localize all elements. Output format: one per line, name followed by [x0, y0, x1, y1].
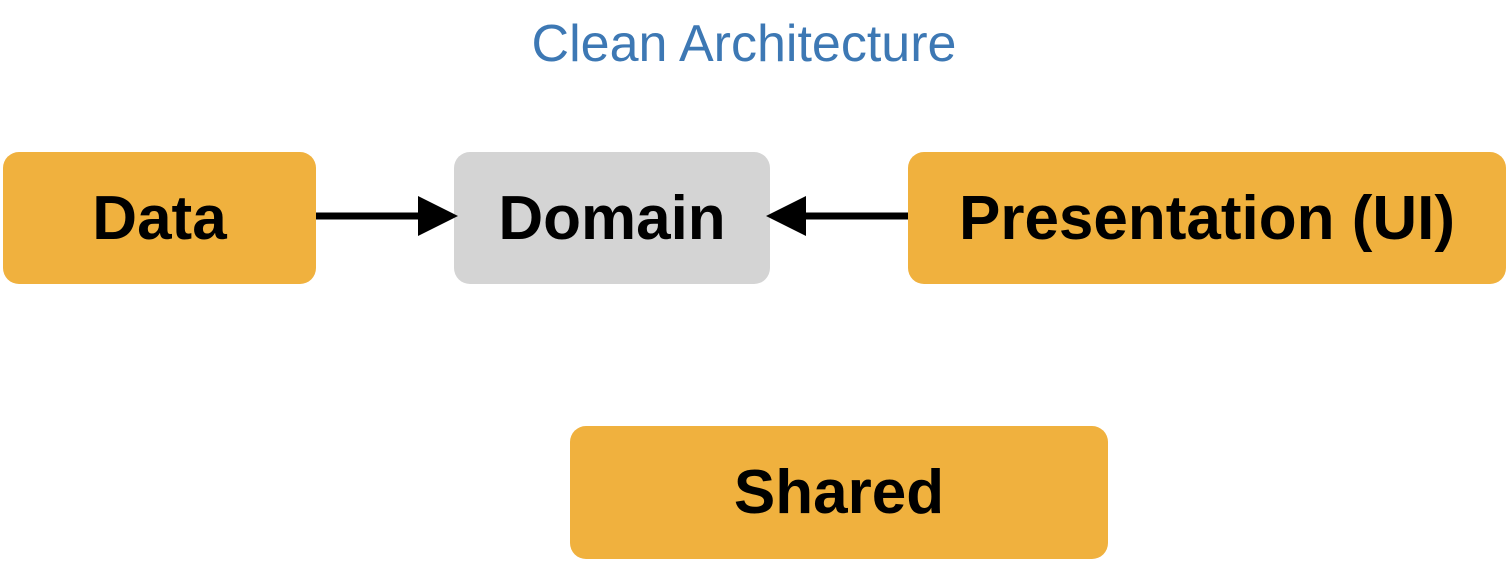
domain-layer-label: Domain [498, 183, 726, 253]
shared-layer-box: Shared [570, 426, 1108, 559]
domain-layer-box: Domain [454, 152, 770, 284]
diagram-title: Clean Architecture [531, 15, 957, 73]
presentation-layer-box: Presentation (UI) [908, 152, 1506, 284]
presentation-layer-label: Presentation (UI) [958, 183, 1456, 253]
arrow-data-to-domain [316, 196, 458, 236]
arrow-presentation-to-domain [766, 196, 908, 236]
data-layer-label: Data [92, 183, 227, 253]
shared-layer-label: Shared [733, 458, 945, 527]
data-layer-box: Data [3, 152, 316, 284]
